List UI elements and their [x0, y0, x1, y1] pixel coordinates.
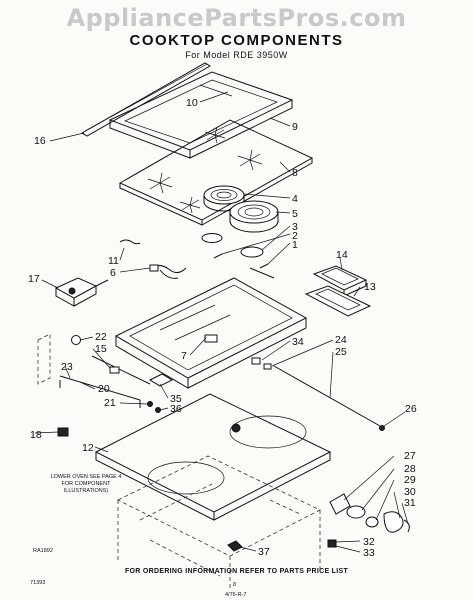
ordering-footer: FOR ORDERING INFORMATION REFER TO PARTS …	[124, 568, 349, 575]
callout-21: 21	[104, 397, 116, 409]
callout-18: 18	[30, 429, 42, 441]
cooktop-frame-part	[108, 71, 294, 159]
callout-7: 7	[181, 350, 187, 362]
callout-labels: 10 9 16 8 4 5 3 2 1 11 6 14 17 13 22 15 …	[28, 97, 417, 559]
vent-parts	[304, 265, 372, 317]
callout-2: 2	[292, 230, 298, 242]
diagram-subtitle: For Model RDE 3950W	[185, 50, 288, 60]
callout-3: 3	[292, 221, 298, 233]
callout-9: 9	[292, 121, 298, 133]
left-bracket-parts	[37, 333, 153, 437]
callout-31: 31	[404, 497, 416, 509]
callout-34: 34	[292, 336, 304, 348]
lower-oven-note: LOWER OVEN SEE PAGE 4 FOR COMPONENT ILLU…	[50, 474, 122, 494]
callout-8: 8	[292, 167, 298, 179]
callout-22: 22	[95, 331, 107, 343]
callout-35: 35	[170, 393, 182, 405]
terminal-block-parts	[148, 373, 174, 413]
callout-26: 26	[405, 403, 417, 415]
callout-10: 10	[186, 97, 198, 109]
leader-lines	[34, 91, 409, 553]
callout-32: 32	[363, 536, 375, 548]
callout-15: 15	[95, 343, 107, 355]
page-number: 8	[233, 582, 237, 588]
light-socket-parts	[227, 493, 410, 552]
trim-strip-part	[81, 62, 211, 137]
diagram-title: COOKTOP COMPONENTS	[129, 32, 344, 49]
lower-oven-outline	[117, 455, 321, 590]
callout-28: 28	[404, 463, 416, 475]
bottom-right-code: 4/76-R-7	[225, 592, 247, 598]
bottom-panel-part	[94, 393, 332, 521]
callout-11: 11	[108, 255, 119, 267]
element-discs-part	[201, 233, 275, 279]
callout-4: 4	[292, 193, 298, 205]
glass-cooktop-part	[118, 119, 314, 226]
burner-pattern-a	[147, 126, 263, 214]
callout-23: 23	[61, 361, 73, 373]
callout-37: 37	[258, 546, 270, 558]
callout-25: 25	[335, 346, 347, 358]
watermark: AppliancePartsPros.com	[66, 4, 407, 32]
callout-33: 33	[363, 547, 375, 559]
callout-27: 27	[404, 450, 416, 462]
reference-code: RA1892	[33, 548, 53, 554]
callout-14: 14	[336, 249, 348, 261]
callout-29: 29	[404, 474, 416, 486]
callout-36: 36	[170, 403, 182, 415]
callout-17: 17	[28, 273, 40, 285]
callout-6: 6	[110, 267, 116, 279]
callout-24: 24	[335, 334, 347, 346]
callout-30: 30	[404, 486, 416, 498]
infinite-switch-part	[54, 277, 109, 307]
cooktop-box-part	[114, 277, 308, 389]
callout-1: 1	[292, 239, 298, 251]
callout-16: 16	[34, 135, 46, 147]
small-surface-element-part	[203, 185, 245, 212]
large-surface-element-part	[229, 200, 279, 233]
right-wire-parts	[251, 357, 385, 431]
callout-5: 5	[292, 208, 298, 220]
wiring-parts	[119, 239, 187, 279]
bottom-left-code: 71393	[30, 580, 46, 586]
callout-20: 20	[98, 383, 110, 395]
callout-12: 12	[82, 442, 94, 454]
callout-13: 13	[364, 281, 376, 293]
